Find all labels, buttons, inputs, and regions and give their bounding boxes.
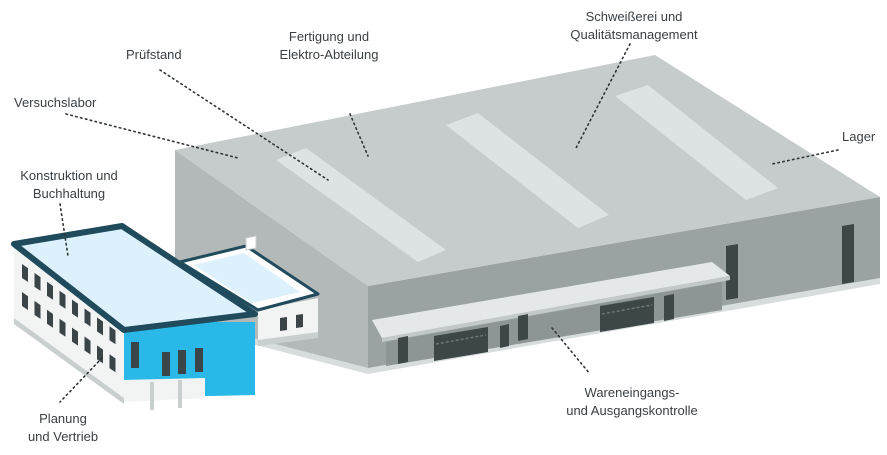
dock-door-d [664,294,674,321]
skylight-3 [615,85,778,200]
office-side-window [109,326,116,345]
label-konstruktion-line-2: Buchhaltung [32,186,106,201]
office-front-window-2 [162,352,170,376]
leader-lager [771,149,839,165]
label-lager: Lager [842,128,875,146]
office-side-window [34,272,41,291]
annex-roof-inner [194,253,300,303]
skylight-2 [446,113,609,228]
production-hall [175,55,880,374]
office-side-window [84,308,91,327]
office-front-window-4 [195,348,203,372]
roller-door-2-slat [601,304,653,315]
label-lager-line-1: Lager [842,129,876,144]
annex-chimney [245,235,257,251]
label-konstruktion-line-1: Konstruktion und [20,168,118,183]
office-side-window [97,317,103,336]
label-wareneingang-line-2: und Ausgangskontrolle [566,403,698,418]
label-planung-line-2: und Vertrieb [27,429,99,444]
office-side-window [22,264,28,282]
label-wareneingang: Wareneingangs- und Ausgangskontrolle [566,384,698,420]
label-planung-line-1: Planung [39,411,87,426]
office-base [14,318,124,404]
annex-front [258,298,318,344]
skylight-1 [276,148,446,262]
office-side-window [47,281,53,300]
office-building [11,223,258,410]
label-schweisserei-line-1: Schweißerei und [585,9,683,24]
roller-door-2 [600,297,654,332]
dock-door-c [518,314,528,341]
office-side-window [84,336,91,355]
office-side-window [72,327,78,346]
loading-canopy [372,262,730,338]
office-pillar-1 [150,382,154,410]
dock-door-b [500,324,509,348]
office-side-window [72,299,78,318]
office-side-window [109,354,116,373]
annex-building [178,235,320,346]
annex-window-1 [280,317,287,331]
office-front-wall [124,322,255,398]
canopy-edge [382,276,730,342]
office-side-windows [22,264,116,373]
label-planung: Planung und Vertrieb [28,410,98,446]
office-front-window-1 [131,342,139,368]
label-pruefstand: Prüfstand [126,46,182,64]
roller-door-1 [434,327,488,361]
dock-door-a [398,336,408,364]
hall-door-right [842,224,854,284]
leader-lines [59,43,839,403]
roller-door-1-slat [435,334,487,345]
label-pruefstand-line-1: Prüfstand [126,47,182,62]
leader-versuchslabor [65,113,239,159]
office-front-window-3 [178,350,186,374]
leader-schweisserei [575,43,631,149]
label-fertigung-line-1: Fertigung und [288,29,370,44]
office-side-window [59,290,66,309]
leader-pruefstand [159,69,329,181]
annex-window-2 [296,314,303,328]
label-schweisserei: Schweißerei und Qualitätsmanagement [570,8,697,44]
office-roof [11,223,258,333]
label-fertigung-line-2: Elektro-Abteilung [279,47,379,62]
label-fertigung: Fertigung und Elektro-Abteilung [280,28,379,64]
office-pillar-2 [178,380,182,408]
label-versuchslabor: Versuchslabor [14,94,96,112]
leader-konstruktion [59,203,69,257]
office-left-wall [14,244,124,398]
office-side-window [47,309,53,328]
leader-planung [59,357,103,403]
annex-base [258,332,318,346]
office-side-window [34,300,41,319]
office-side-window [59,318,66,337]
office-side-window [22,292,28,310]
label-konstruktion: Konstruktion und Buchhaltung [20,167,118,203]
leader-wareneingang [551,327,591,375]
label-versuchslabor-line-1: Versuchslabor [14,95,97,110]
label-schweisserei-line-2: Qualitätsmanagement [570,27,698,42]
office-front-lower [124,378,205,402]
label-wareneingang-line-1: Wareneingangs- [584,385,680,400]
hall-door-mid [726,244,738,300]
